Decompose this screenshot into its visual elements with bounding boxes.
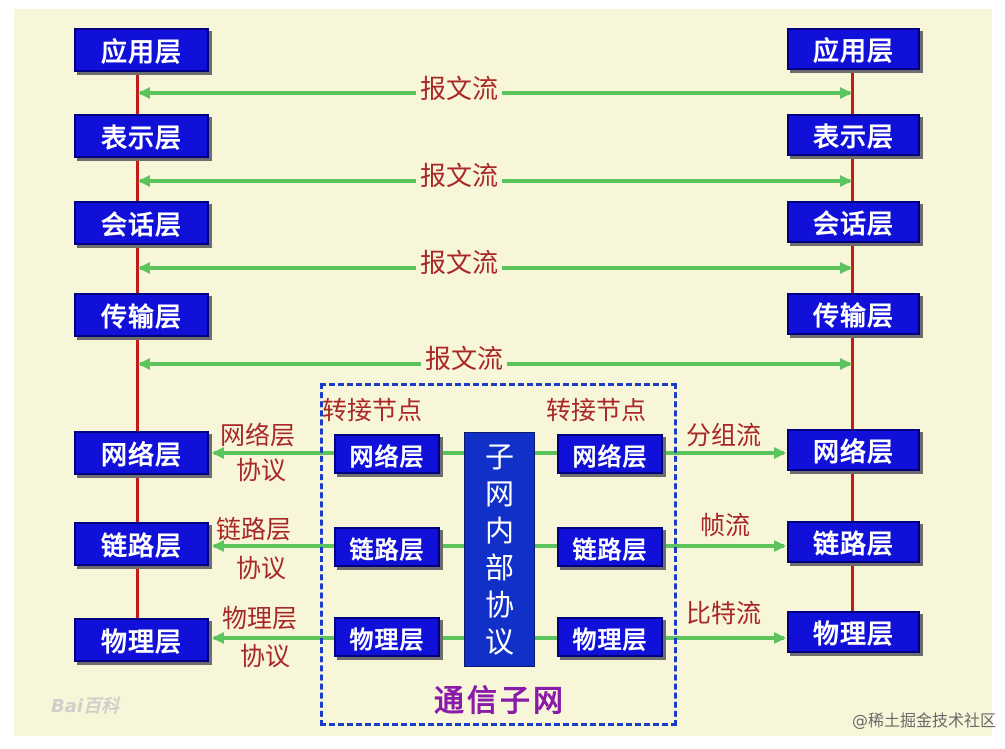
left-layer-link-label: 链路层 bbox=[100, 531, 182, 562]
peer-flow-label-1: 报文流 bbox=[416, 74, 503, 106]
right-layer-physical-label: 物理层 bbox=[812, 619, 894, 650]
relay-right-network-label: 网络层 bbox=[572, 442, 648, 471]
baidu-logo-watermark: Bai百科 bbox=[51, 696, 120, 717]
peer-flow-label-3: 报文流 bbox=[416, 248, 503, 280]
left-layer-network-label: 网络层 bbox=[100, 440, 182, 471]
right-layer-session-label: 会话层 bbox=[812, 209, 894, 240]
left-protocol-network-line2: 协议 bbox=[236, 456, 287, 485]
left-layer-physical-label: 物理层 bbox=[100, 627, 182, 658]
relay-left-physical: 物理层 bbox=[334, 617, 440, 657]
left-protocol-network-line1: 网络层 bbox=[220, 421, 296, 450]
right-layer-application: 应用层 bbox=[787, 28, 920, 70]
left-protocol-physical-line2: 协议 bbox=[240, 642, 291, 671]
left-layer-application-label: 应用层 bbox=[100, 37, 182, 68]
left-layer-transport: 传输层 bbox=[74, 293, 209, 337]
right-layer-physical: 物理层 bbox=[787, 611, 920, 653]
right-layer-presentation: 表示层 bbox=[787, 114, 920, 156]
left-layer-application: 应用层 bbox=[74, 28, 209, 72]
left-layer-presentation-label: 表示层 bbox=[100, 123, 182, 154]
relay-right-physical-label: 物理层 bbox=[572, 625, 648, 654]
left-protocol-link-line1: 链路层 bbox=[216, 515, 292, 544]
relay-left-network-label: 网络层 bbox=[349, 442, 425, 471]
subnet-protocol-char-4: 部 bbox=[484, 550, 514, 585]
relay-right-network: 网络层 bbox=[557, 434, 663, 474]
right-layer-transport: 传输层 bbox=[787, 293, 920, 335]
relay-left-link: 链路层 bbox=[334, 527, 440, 567]
right-flow-label-bit: 比特流 bbox=[686, 599, 762, 628]
left-layer-transport-label: 传输层 bbox=[100, 302, 182, 333]
right-layer-link: 链路层 bbox=[787, 521, 920, 563]
right-layer-network: 网络层 bbox=[787, 429, 920, 471]
left-layer-physical: 物理层 bbox=[74, 618, 209, 662]
juejin-watermark: @稀土掘金技术社区 bbox=[852, 711, 997, 730]
right-layer-network-label: 网络层 bbox=[812, 437, 894, 468]
subnet-protocol-char-2: 网 bbox=[484, 477, 514, 512]
left-layer-session-label: 会话层 bbox=[100, 210, 182, 241]
relay-left-physical-label: 物理层 bbox=[349, 625, 425, 654]
right-flow-label-frame: 帧流 bbox=[700, 511, 751, 540]
subnet-protocol-char-3: 内 bbox=[484, 514, 514, 549]
peer-flow-label-4: 报文流 bbox=[421, 344, 508, 376]
left-layer-presentation: 表示层 bbox=[74, 114, 209, 158]
subnet-protocol-char-6: 议 bbox=[484, 624, 514, 659]
left-layer-session: 会话层 bbox=[74, 201, 209, 245]
communication-subnet-boundary bbox=[320, 383, 677, 726]
relay-node-left-title: 转接节点 bbox=[322, 396, 423, 425]
left-protocol-physical-line1: 物理层 bbox=[222, 604, 298, 633]
left-layer-network: 网络层 bbox=[74, 431, 209, 475]
relay-right-link-label: 链路层 bbox=[572, 535, 648, 564]
right-layer-application-label: 应用层 bbox=[812, 36, 894, 67]
subnet-protocol-char-1: 子 bbox=[484, 440, 514, 475]
right-layer-presentation-label: 表示层 bbox=[812, 122, 894, 153]
right-layer-link-label: 链路层 bbox=[812, 529, 894, 560]
relay-left-link-label: 链路层 bbox=[349, 535, 425, 564]
peer-flow-label-2: 报文流 bbox=[416, 161, 503, 193]
subnet-internal-protocol: 子 网 内 部 协 议 bbox=[464, 432, 535, 667]
left-protocol-link-line2: 协议 bbox=[236, 554, 287, 583]
right-layer-transport-label: 传输层 bbox=[812, 301, 894, 332]
subnet-protocol-char-5: 协 bbox=[484, 587, 514, 622]
communication-subnet-title: 通信子网 bbox=[434, 684, 566, 719]
relay-node-right-title: 转接节点 bbox=[546, 396, 647, 425]
left-layer-link: 链路层 bbox=[74, 522, 209, 566]
left-system-line bbox=[136, 60, 139, 650]
right-system-line bbox=[851, 60, 854, 635]
relay-right-physical: 物理层 bbox=[557, 617, 663, 657]
relay-left-network: 网络层 bbox=[334, 434, 440, 474]
right-layer-session: 会话层 bbox=[787, 201, 920, 243]
right-flow-label-packet: 分组流 bbox=[686, 421, 762, 450]
relay-right-link: 链路层 bbox=[557, 527, 663, 567]
